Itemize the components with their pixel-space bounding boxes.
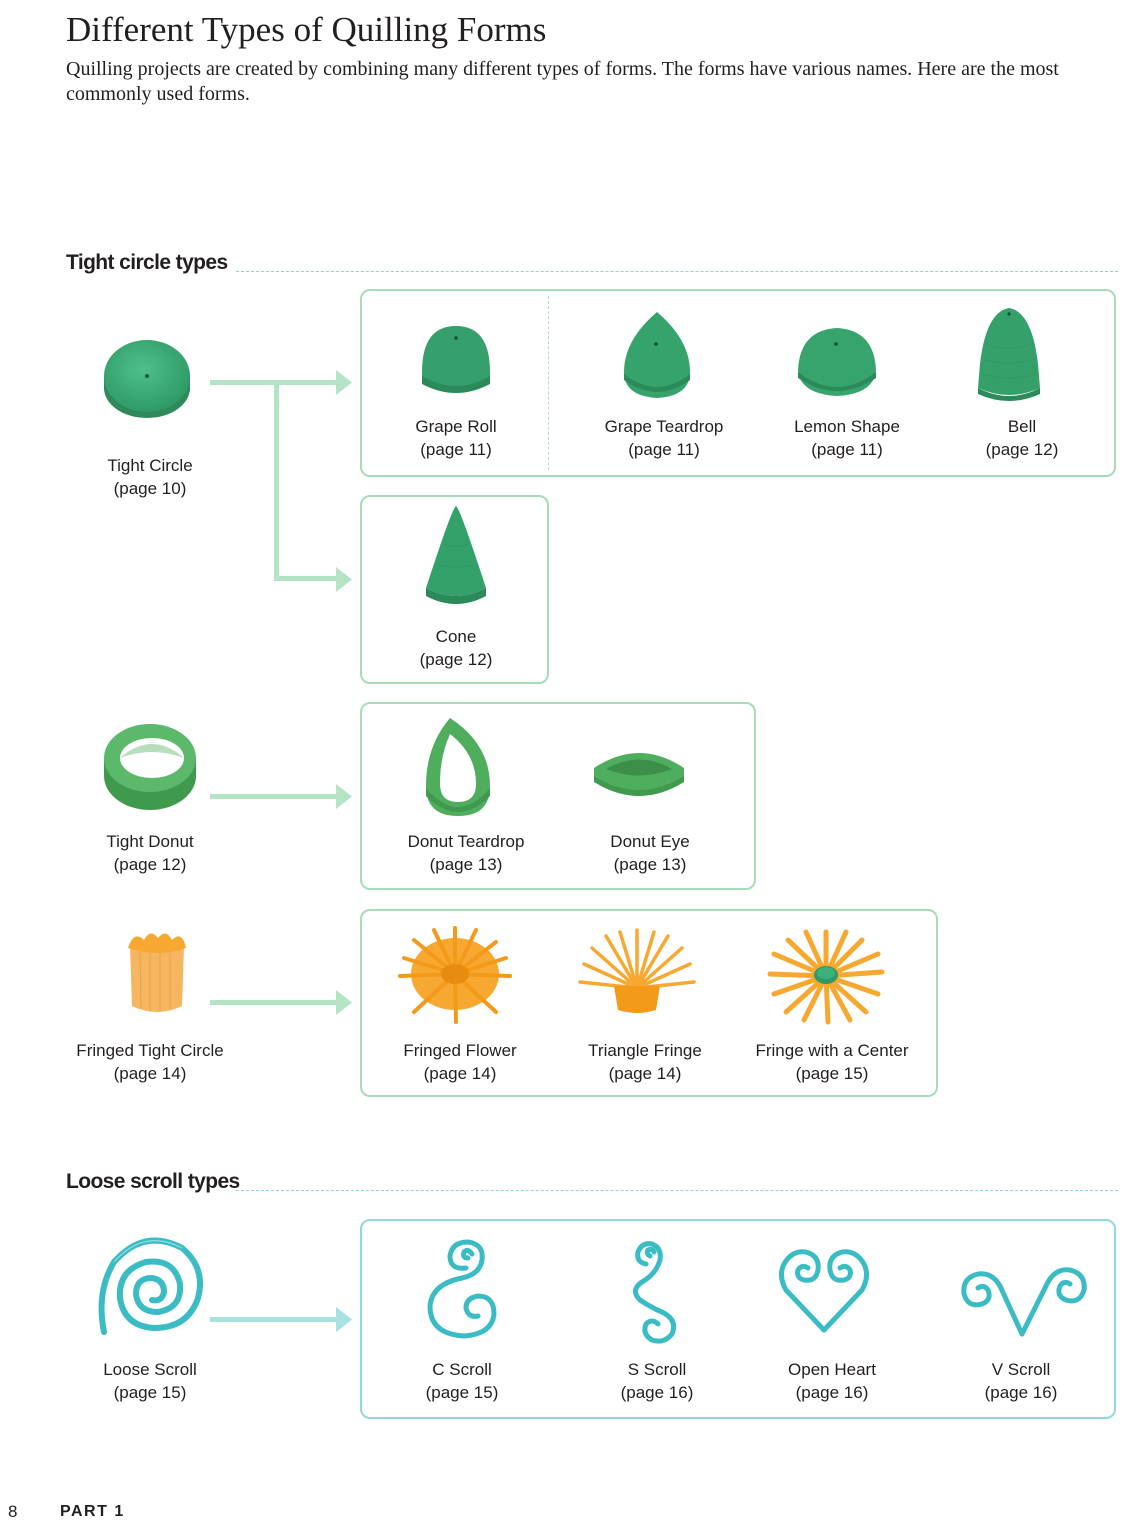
section-heading-tight-circle-types: Tight circle types xyxy=(66,251,228,274)
donut-eye-image xyxy=(592,742,686,802)
section-divider xyxy=(236,271,1118,272)
grape-teardrop-image xyxy=(620,310,694,402)
fringe-with-center-image xyxy=(766,928,886,1025)
bell-label: Bell(page 12) xyxy=(985,417,1059,459)
tight-donut-label: Tight Donut(page 12) xyxy=(106,832,194,874)
box-separator xyxy=(548,296,549,470)
donut-teardrop-image xyxy=(420,716,498,820)
part-label: PART 1 xyxy=(60,1503,125,1520)
page-title: Different Types of Quilling Forms xyxy=(66,10,547,49)
loose-scroll-variants-box xyxy=(360,1219,1116,1419)
tight-circle-image xyxy=(100,336,194,426)
grape-roll-label: Grape Roll(page 11) xyxy=(415,417,497,459)
s-scroll-label: S Scroll(page 16) xyxy=(620,1360,694,1402)
tight-donut-image xyxy=(100,718,200,814)
lemon-shape-label: Lemon Shape(page 11) xyxy=(794,417,900,459)
v-scroll-image xyxy=(956,1264,1096,1340)
section-divider xyxy=(236,1190,1118,1191)
fringed-flower-label: Fringed Flower(page 14) xyxy=(403,1041,517,1083)
triangle-fringe-image xyxy=(578,926,696,1016)
fringe-with-center-label: Fringe with a Center(page 15) xyxy=(755,1041,909,1083)
loose-scroll-label: Loose Scroll(page 15) xyxy=(103,1360,197,1402)
fringed-tight-circle-label: Fringed Tight Circle(page 14) xyxy=(76,1041,224,1083)
page-number: 8 xyxy=(8,1502,18,1521)
donut-eye-label: Donut Eye(page 13) xyxy=(610,832,690,874)
bell-image xyxy=(974,304,1044,404)
open-heart-label: Open Heart(page 16) xyxy=(788,1360,876,1402)
donut-teardrop-label: Donut Teardrop(page 13) xyxy=(407,832,525,874)
s-scroll-image xyxy=(622,1238,686,1346)
tight-circle-label: Tight Circle(page 10) xyxy=(107,456,193,498)
c-scroll-image xyxy=(420,1234,506,1342)
cone-image xyxy=(422,504,490,612)
grape-teardrop-label: Grape Teardrop(page 11) xyxy=(604,417,724,459)
grape-roll-image xyxy=(418,320,494,400)
fringed-tight-circle-image xyxy=(124,928,190,1014)
fringed-flower-image xyxy=(396,924,514,1024)
v-scroll-label: V Scroll(page 16) xyxy=(984,1360,1058,1402)
lemon-shape-image xyxy=(794,322,880,400)
c-scroll-label: C Scroll(page 15) xyxy=(425,1360,499,1402)
intro-paragraph: Quilling projects are created by combini… xyxy=(66,58,1059,105)
triangle-fringe-label: Triangle Fringe(page 14) xyxy=(588,1041,702,1083)
open-heart-image xyxy=(778,1246,870,1336)
cone-label: Cone(page 12) xyxy=(419,627,493,669)
section-heading-loose-scroll-types: Loose scroll types xyxy=(66,1170,240,1193)
loose-scroll-image xyxy=(94,1232,206,1340)
